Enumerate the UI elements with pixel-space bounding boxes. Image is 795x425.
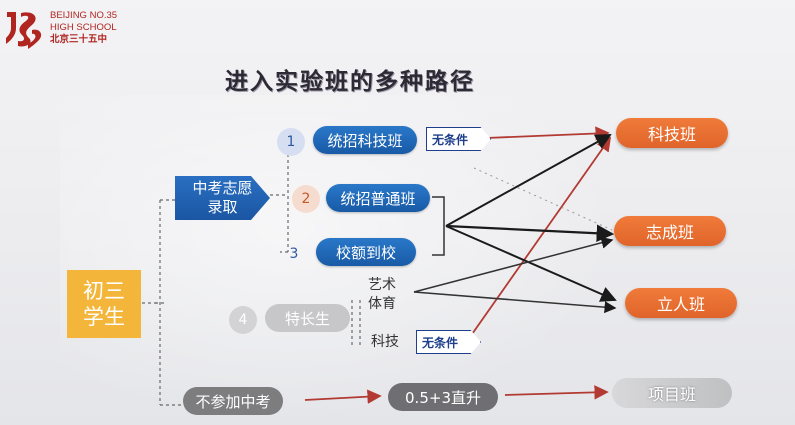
no-condition-tag-2: 无条件 <box>416 330 481 354</box>
path-number-2: 2 <box>292 185 320 213</box>
exam-admission-box: 中考志愿 录取 <box>175 176 270 220</box>
slide-title: 进入实验班的多种路径 <box>225 69 475 95</box>
specialty-tech: 科技 <box>371 334 399 350</box>
root-bracket <box>142 199 185 406</box>
path-unified-tech: 统招科技班 <box>313 126 417 154</box>
path-school-quota: 校额到校 <box>316 238 416 266</box>
school-name: BEIJING NO.35 HIGH SCHOOL 北京三十五中 <box>50 10 118 45</box>
path-number-1: 1 <box>277 128 305 156</box>
path-specialty-students: 特长生 <box>265 304 350 332</box>
path-unified-general: 统招普通班 <box>326 184 430 212</box>
school-logo-icon <box>6 12 42 49</box>
no-exam-box: 不参加中考 <box>183 387 283 415</box>
target-zhicheng-class: 志成班 <box>614 216 726 246</box>
specialty-arts-sports: 艺术 体育 <box>368 277 396 312</box>
project-class-box: 项目班 <box>612 378 732 408</box>
no-condition-tag-1: 无条件 <box>426 127 491 151</box>
exam-bracket <box>270 141 289 253</box>
target-liren-class: 立人班 <box>625 288 737 318</box>
root-students-box: 初三 学生 <box>67 270 141 338</box>
path-number-3: 3 <box>289 246 299 262</box>
direct-promotion-box: 0.5+3直升 <box>388 383 498 411</box>
path-number-4: 4 <box>229 306 257 334</box>
target-tech-class: 科技班 <box>616 118 728 148</box>
